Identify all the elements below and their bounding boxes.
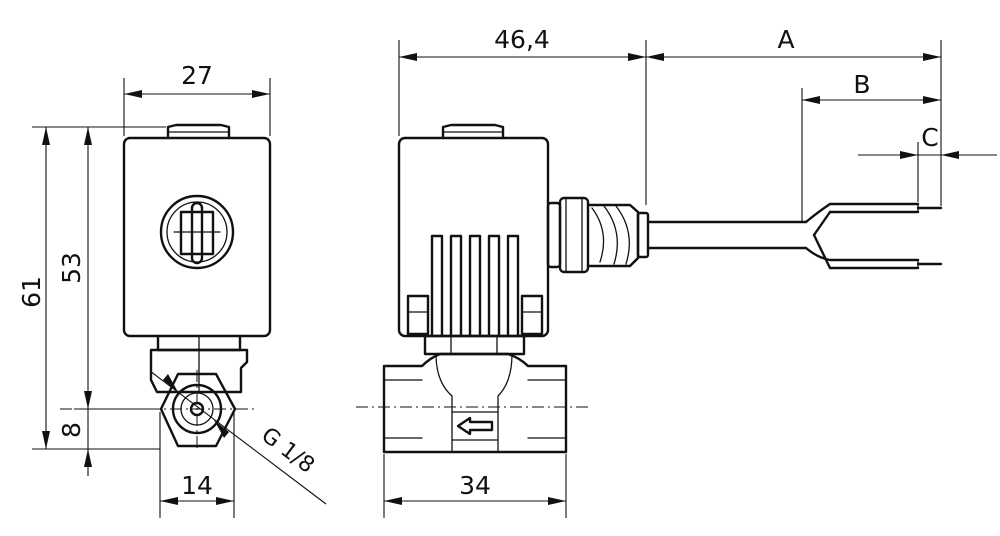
dim-strip-length: B xyxy=(853,70,870,99)
side-clip-left xyxy=(406,294,430,336)
dim-side-coil-width: 46,4 xyxy=(494,25,550,54)
dim-front-width: 27 xyxy=(181,61,213,90)
flow-direction-arrow-icon xyxy=(456,416,494,436)
side-top-terminal xyxy=(441,123,505,140)
side-view xyxy=(356,123,943,454)
front-coil-body xyxy=(122,136,272,338)
side-dimensions: 46,4 A B C 34 xyxy=(383,25,997,518)
dim-front-height-total: 61 xyxy=(17,276,46,308)
front-central-nut xyxy=(159,194,235,270)
dim-port-width: 14 xyxy=(181,471,213,500)
front-top-terminal xyxy=(166,123,231,140)
side-clip-right xyxy=(520,294,544,336)
dim-front-height-coil: 53 xyxy=(57,252,86,284)
front-port-hexagon xyxy=(159,372,237,448)
dim-body-length: 34 xyxy=(459,471,491,500)
dim-front-offset: 8 xyxy=(57,422,86,438)
front-hex-nut xyxy=(149,348,249,394)
side-cable xyxy=(646,202,943,270)
front-view xyxy=(60,123,272,452)
side-cable-gland xyxy=(546,196,650,274)
side-coil-fins xyxy=(430,234,520,338)
side-neck xyxy=(423,334,526,356)
side-valve-body xyxy=(382,352,568,454)
front-dimensions: 27 61 53 8 14 G 1/8 xyxy=(17,61,327,518)
dim-cable-length: A xyxy=(777,25,794,54)
dim-thread-label: G 1/8 xyxy=(256,423,319,479)
dim-wire-end: C xyxy=(921,123,938,152)
